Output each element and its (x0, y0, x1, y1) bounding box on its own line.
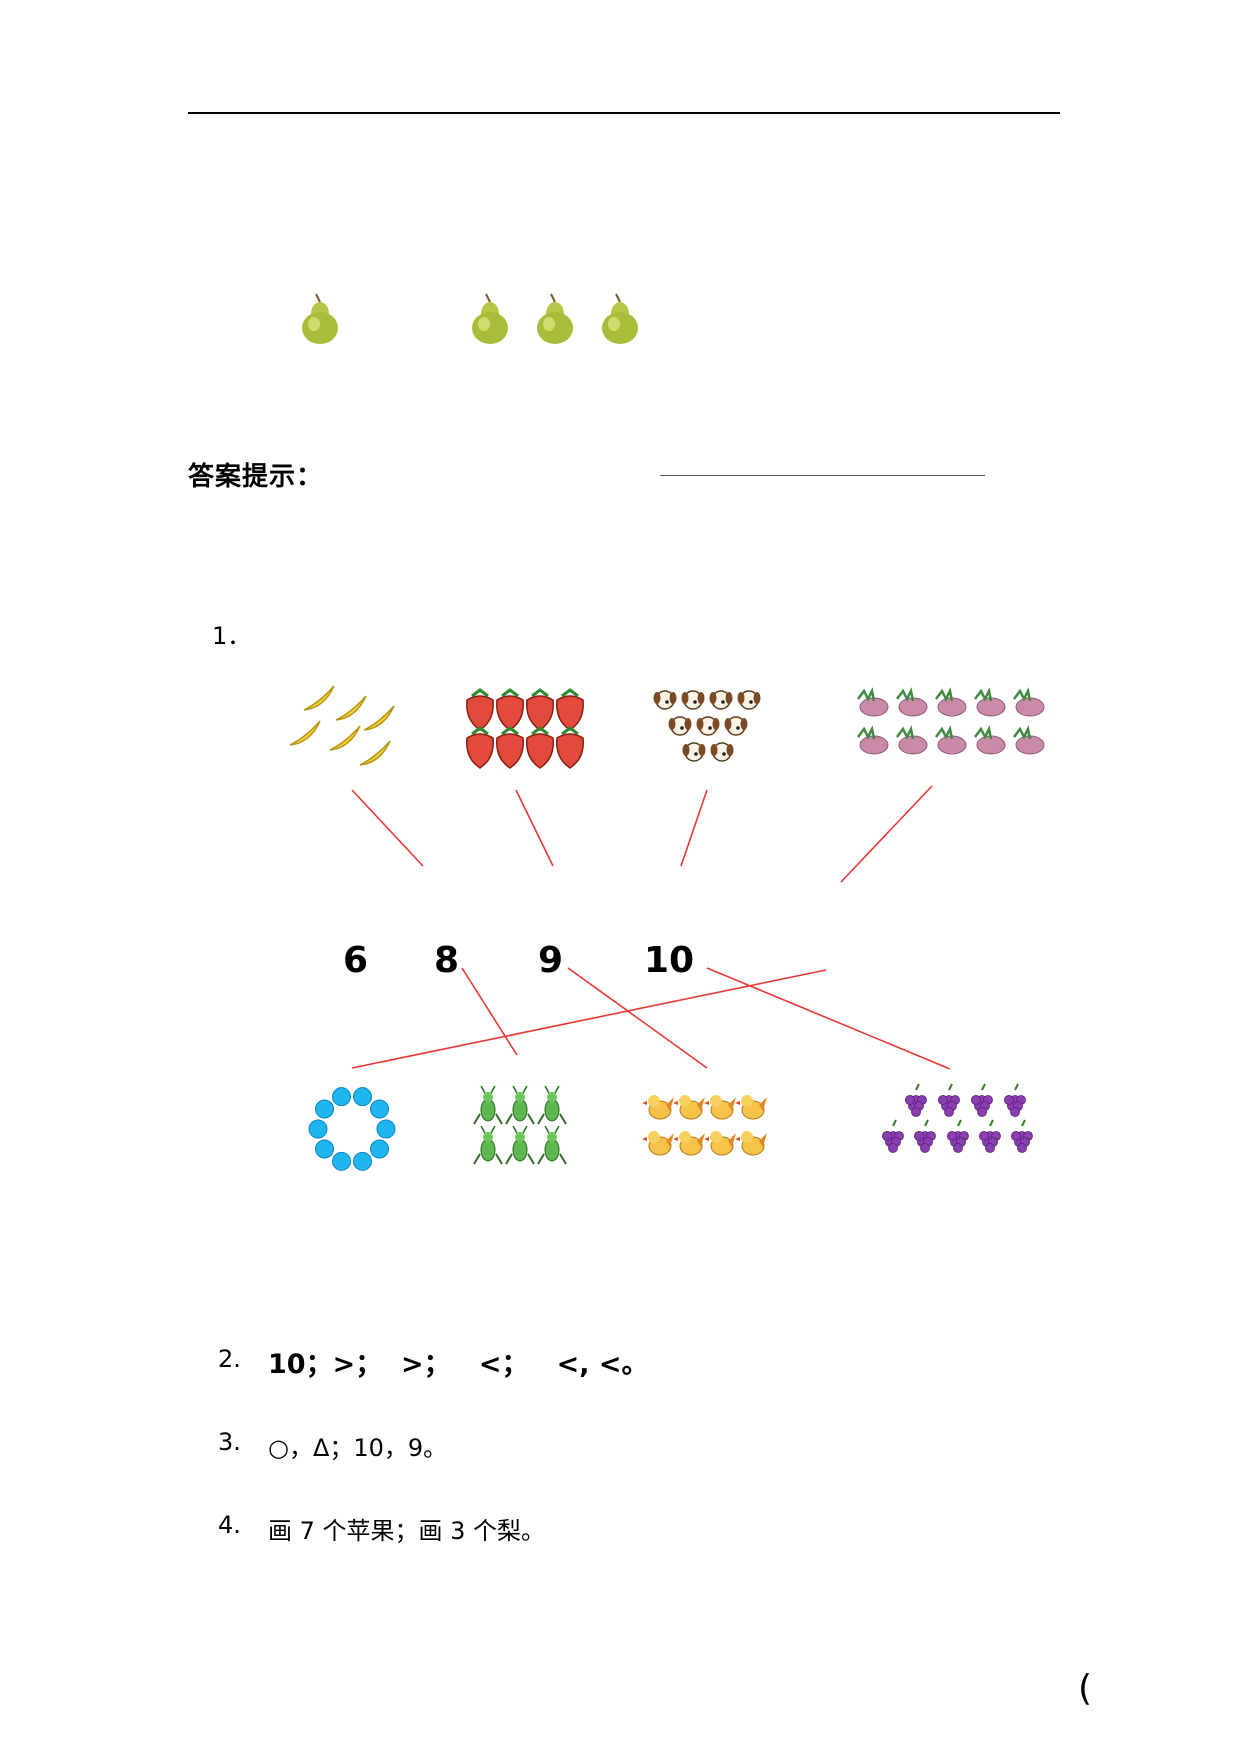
answer-underline (660, 475, 985, 476)
strawberry-icon (466, 688, 584, 769)
answer-3-number: 3. (218, 1428, 241, 1456)
banana-icon (289, 685, 395, 766)
top-rule (188, 112, 1060, 114)
dog-icon (653, 690, 761, 762)
answer-4-text: 画 7 个苹果；画 3 个梨。 (268, 1517, 546, 1545)
number-label-9: 9 (538, 940, 564, 981)
bead-ring-icon (308, 1087, 396, 1171)
number-label-10: 10 (644, 940, 695, 981)
connector-line (351, 969, 827, 1069)
number-label-6: 6 (343, 940, 369, 981)
pear-icon (472, 293, 508, 344)
pear-icon (602, 293, 638, 344)
answer-4-number: 4. (218, 1511, 241, 1539)
eggplant-icon (857, 687, 1045, 755)
number-label-8: 8 (434, 940, 460, 981)
connector-line (351, 789, 424, 867)
page-mark: ( (1077, 1668, 1092, 1709)
connector-line (567, 967, 708, 1069)
connector-line (706, 967, 951, 1070)
grasshopper-icon (473, 1085, 567, 1165)
pear-icon (537, 293, 573, 344)
connector-line (515, 789, 554, 867)
connector-line (840, 785, 933, 883)
connector-line (680, 789, 708, 867)
answer-3-text: ○，Δ；10，9。 (268, 1434, 448, 1462)
answer-2-number: 2. (218, 1345, 241, 1373)
chick-icon (642, 1095, 767, 1156)
grapes-icon (882, 1083, 1033, 1153)
answer-2-text: 10；>； >； <； <, <。 (268, 1349, 649, 1380)
connector-line (461, 967, 518, 1056)
q1-number: 1． (212, 622, 252, 650)
answer-heading: 答案提示： (188, 462, 324, 492)
pear-icon (302, 293, 338, 344)
